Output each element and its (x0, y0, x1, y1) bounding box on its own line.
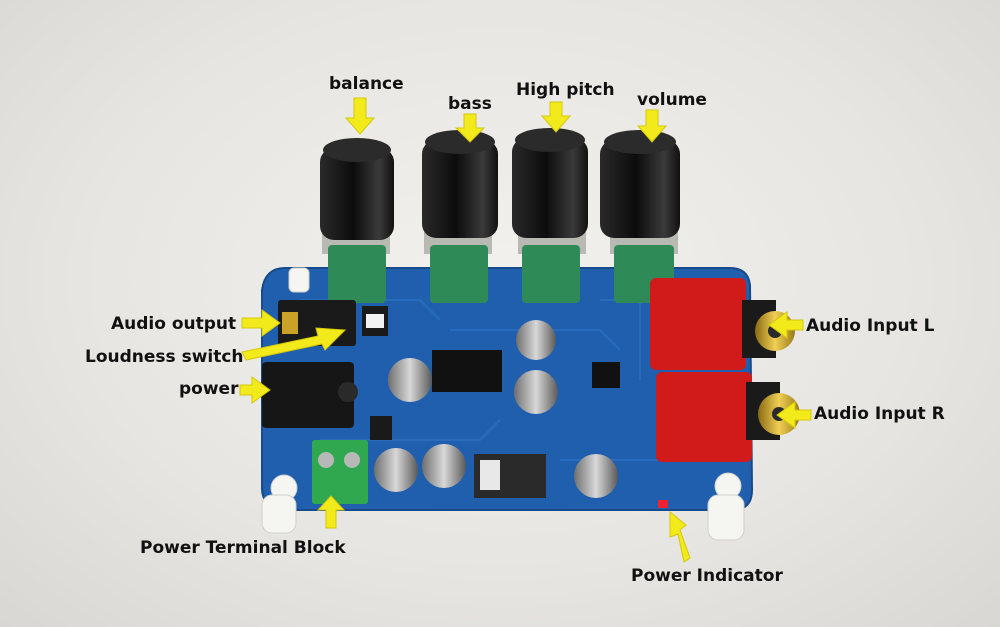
label-high-pitch: High pitch (516, 80, 615, 100)
label-volume: volume (637, 90, 707, 110)
main-ic (432, 350, 502, 392)
label-power-indicator: Power Indicator (631, 566, 783, 586)
label-audio-output: Audio output (111, 314, 237, 334)
callout-arrows (239, 97, 812, 563)
label-bass: bass (448, 94, 492, 114)
label-power: power (179, 379, 239, 399)
bass-knob (422, 130, 498, 303)
regulator-tab (480, 460, 500, 490)
power-indicator-led (658, 500, 668, 508)
standoffs (261, 267, 745, 541)
high-pitch-knob (512, 128, 588, 303)
label-power-terminal-block: Power Terminal Block (140, 538, 346, 558)
power-terminal-block (312, 440, 368, 504)
label-audio-input-r: Audio Input R (814, 404, 945, 424)
transistor (370, 416, 392, 440)
audio-input-r-jack (656, 372, 800, 462)
balance-knob (320, 138, 394, 303)
capacitors (374, 320, 618, 498)
label-balance: balance (329, 74, 404, 94)
power-jack (262, 362, 358, 428)
label-audio-input-l: Audio Input L (806, 316, 935, 336)
small-ic (592, 362, 620, 388)
label-loudness-switch: Loudness switch (85, 347, 244, 367)
loudness-switch (362, 306, 388, 336)
